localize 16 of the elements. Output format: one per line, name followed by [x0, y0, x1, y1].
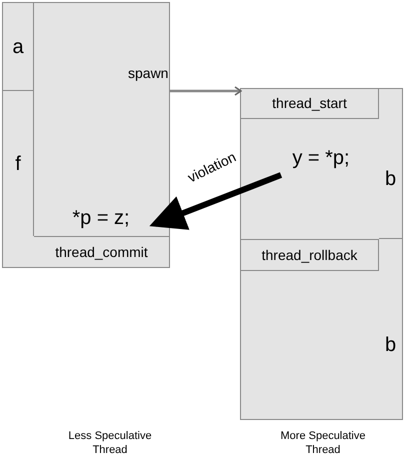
segment-cell: a — [3, 3, 34, 91]
segment-cell: b — [379, 119, 402, 239]
thread-caption: More Speculative Thread — [280, 430, 366, 458]
thread-box — [2, 2, 170, 268]
segment-cell: b — [379, 271, 402, 419]
commit-band: thread_commit — [34, 236, 169, 267]
code-text: y = *p; — [271, 141, 371, 175]
arrow — [149, 172, 282, 230]
start-band: thread_start — [241, 89, 379, 119]
code-text: *p = z; — [47, 203, 155, 233]
thread-box — [240, 88, 403, 420]
arrow — [170, 86, 242, 96]
edge-label: spawn — [128, 66, 168, 80]
thread-caption: Less Speculative Thread — [67, 430, 153, 458]
segment-cell: f — [3, 91, 34, 236]
rollback-band: thread_rollback — [241, 239, 379, 271]
